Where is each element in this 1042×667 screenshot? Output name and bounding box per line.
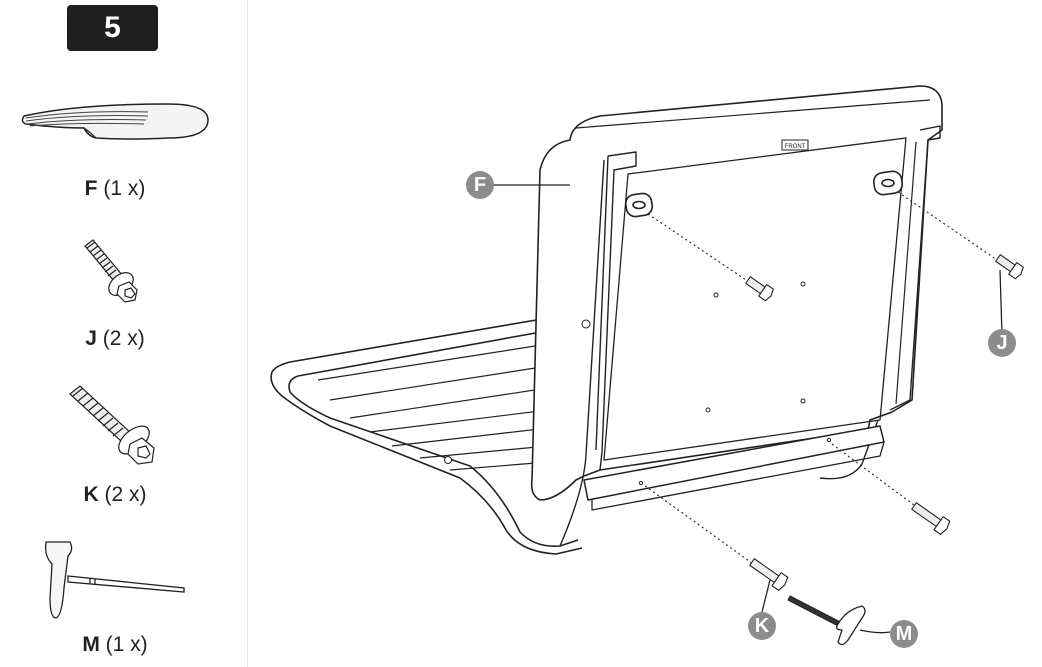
seat-slats [317, 343, 549, 471]
right-upright-inner [895, 141, 917, 405]
bolt-k-right [911, 502, 951, 535]
part-letter: F [84, 177, 98, 200]
guide-line [897, 191, 1001, 263]
part-label-j: J (2 x) [0, 327, 230, 351]
seat-frame [271, 317, 579, 548]
seat-back-panel [530, 85, 943, 501]
leader-line [859, 629, 891, 634]
right-bolt-slot [881, 178, 895, 188]
bottom-cross-rail-lower [591, 441, 885, 511]
guide-line [644, 485, 757, 567]
right-rail-lower [819, 419, 879, 480]
part-label-f: F (1 x) [0, 177, 230, 201]
leader-line [999, 269, 1003, 335]
seat-frame-outer [270, 371, 583, 555]
part-qty: (2 x) [102, 327, 145, 350]
guide-line [647, 213, 753, 285]
step-number-badge: 5 [67, 5, 158, 51]
part-letter: K [83, 483, 99, 506]
callout-j: J [988, 329, 1016, 357]
rail-hole [638, 480, 644, 486]
bolt-j-left [745, 276, 774, 302]
rail-hole [826, 437, 832, 443]
callout-m: M [890, 620, 918, 648]
part-label-k: K (2 x) [0, 483, 230, 507]
right-upright [889, 125, 941, 411]
panel-hole [800, 398, 806, 404]
left-upright-outer [559, 159, 605, 547]
seat-back-icon [21, 103, 209, 140]
callout-k: K [748, 612, 776, 640]
frame-knob [581, 319, 591, 329]
front-stamp: FRONT [785, 144, 806, 150]
bolt-k-left [749, 558, 789, 591]
short-bolt-icon [84, 239, 138, 303]
part-qty: (1 x) [103, 177, 146, 200]
left-bolt-slot [632, 200, 646, 210]
panel-hole [705, 407, 711, 413]
hex-key-icon [44, 541, 185, 619]
seat-back-inner-panel [603, 137, 907, 461]
bolt-j-right [995, 254, 1024, 280]
part-letter: M [82, 633, 100, 656]
leader-line [761, 579, 771, 613]
long-bolt-icon [69, 385, 155, 465]
frame-knob [444, 456, 452, 464]
front-stamp-frame [781, 139, 809, 151]
part-qty: (1 x) [105, 633, 148, 656]
part-label-m: M (1 x) [0, 633, 230, 657]
part-qty: (2 x) [104, 483, 147, 506]
hex-key-diagram [787, 595, 866, 646]
part-letter: J [85, 327, 97, 350]
callout-f: F [466, 171, 494, 199]
left-upright [595, 151, 637, 471]
seat-back-rim [575, 99, 931, 129]
panel-hole [800, 281, 806, 287]
assembly-diagram: FRONT [270, 85, 1024, 646]
panel-hole [713, 292, 719, 298]
parts-panel: 5 F (1 x) J (2 x) K (2 x) [0, 0, 248, 667]
